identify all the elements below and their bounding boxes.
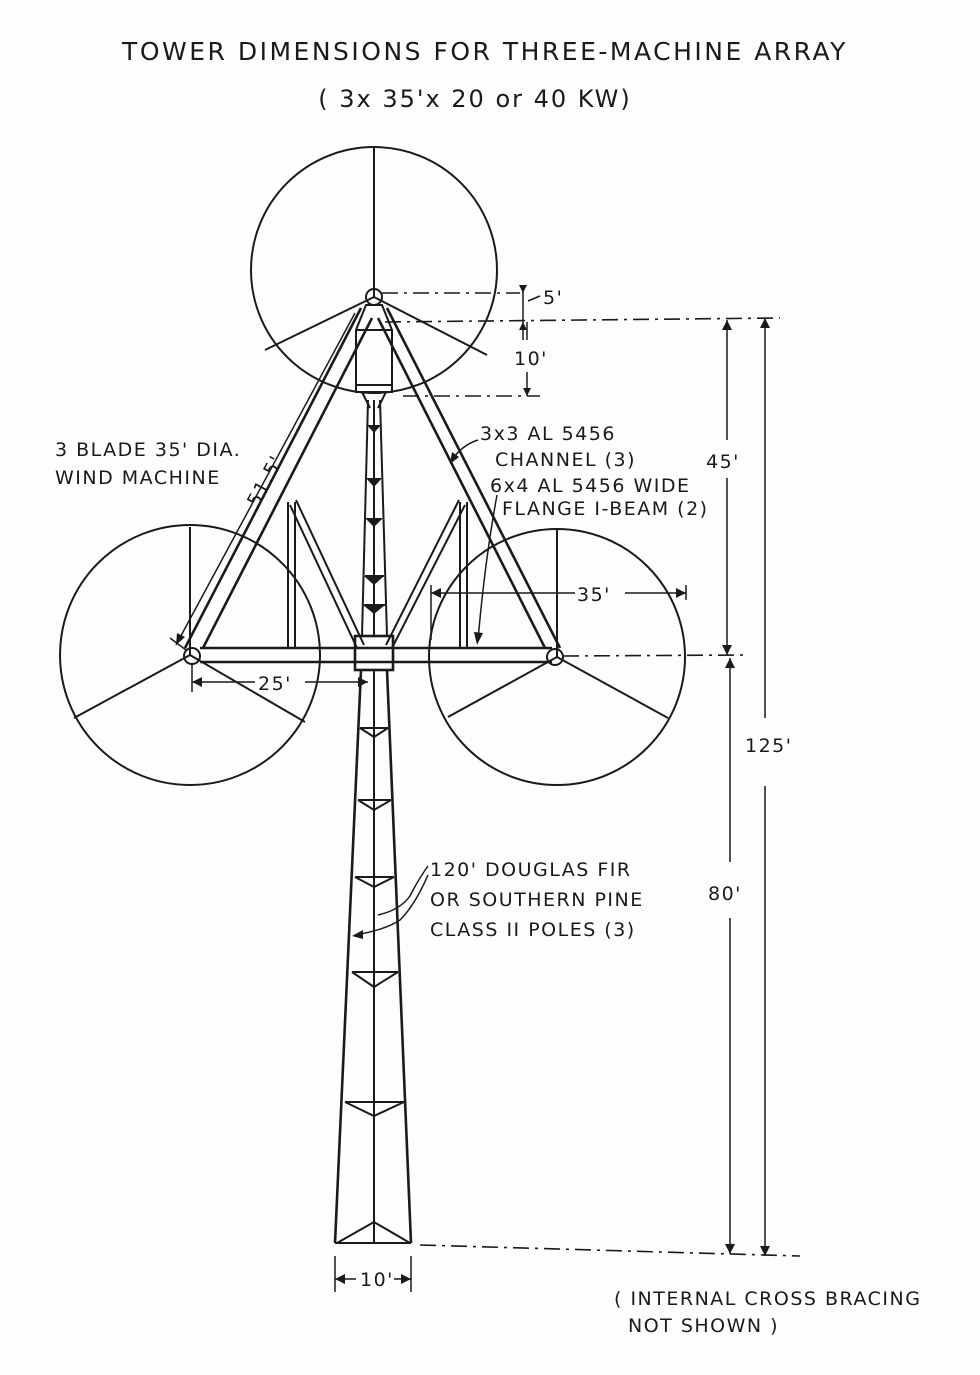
poles-leader-arrow bbox=[352, 930, 363, 939]
left-rotor bbox=[59, 524, 321, 786]
hub-spacing-arrow-a bbox=[192, 677, 202, 687]
right-brace-b bbox=[385, 499, 460, 646]
lower-height-arrow-b bbox=[725, 1244, 735, 1254]
channel-leader-arrow bbox=[450, 452, 459, 464]
poles-leader-b bbox=[354, 874, 429, 936]
left-rotor-circle bbox=[59, 524, 321, 786]
hub-level-extension bbox=[562, 654, 746, 657]
left-arm-outer bbox=[183, 307, 363, 649]
arm-length-tick bbox=[169, 637, 187, 651]
poles-leader-a bbox=[377, 865, 429, 916]
note-label-1: ( INTERNAL CROSS BRACING bbox=[614, 1288, 921, 1310]
tower-vee-3 bbox=[354, 876, 395, 889]
upper-height-value: 45' bbox=[706, 451, 740, 473]
ibeam-label-1: 6x4 AL 5456 WIDE bbox=[490, 475, 691, 497]
right-rotor-hub bbox=[546, 648, 564, 666]
upper-mast-right bbox=[379, 399, 388, 637]
mast-bracket-1 bbox=[367, 425, 381, 433]
note-label-2: NOT SHOWN ) bbox=[628, 1315, 779, 1337]
total-height-arrow-a bbox=[760, 318, 770, 328]
hub-offset-arrow-a bbox=[519, 285, 527, 293]
wind-machine-label-2: WIND MACHINE bbox=[55, 467, 221, 489]
mast-bracket-4 bbox=[364, 576, 384, 585]
channel-label-2: CHANNEL (3) bbox=[495, 449, 636, 471]
hub-offset-leader bbox=[527, 295, 541, 302]
right-rotor-blade-left bbox=[447, 656, 558, 718]
upper-offset-arrow bbox=[523, 388, 531, 396]
total-height-value: 125' bbox=[745, 735, 793, 757]
arm-length-dim bbox=[175, 312, 356, 646]
rotor-diameter-arrow-a bbox=[431, 588, 441, 598]
nacelle bbox=[355, 304, 393, 409]
left-rotor-blade-right bbox=[189, 654, 306, 723]
tower-bracing bbox=[336, 727, 411, 1244]
arm-length-value: 51.5' bbox=[243, 451, 288, 510]
hub-offset-arrow-b bbox=[519, 322, 527, 330]
base-width-value: 10' bbox=[360, 1269, 394, 1291]
right-rotor bbox=[428, 528, 686, 786]
diagram-subtitle: ( 3x 35'x 20 or 40 KW) bbox=[318, 85, 632, 113]
ibeam-leader-arrow bbox=[474, 632, 483, 645]
upper-mast bbox=[361, 399, 388, 637]
right-arm-outer bbox=[385, 307, 562, 649]
hub-spacing-value: 25' bbox=[258, 673, 292, 695]
top-rotor-blade-left bbox=[264, 296, 375, 351]
diagram-title: TOWER DIMENSIONS FOR THREE-MACHINE ARRAY bbox=[121, 37, 848, 66]
poles-label-2: OR SOUTHERN PINE bbox=[430, 889, 644, 911]
tower-vee-1 bbox=[359, 727, 389, 739]
tower-vee-2 bbox=[357, 799, 392, 812]
ground-extension bbox=[419, 1244, 801, 1257]
dimension-lines bbox=[169, 285, 801, 1292]
tower-vee-4 bbox=[351, 971, 399, 989]
left-arm-inner bbox=[201, 317, 374, 649]
base-width-arrow-b bbox=[401, 1274, 411, 1284]
lower-height-arrow-a bbox=[725, 658, 735, 668]
ibeam-label-2: FLANGE I-BEAM (2) bbox=[502, 498, 709, 520]
tower-base-vee bbox=[336, 1220, 411, 1244]
poles-label-3: CLASS II POLES (3) bbox=[430, 919, 636, 941]
tower-right-pole bbox=[385, 669, 413, 1244]
upper-offset-value: 10' bbox=[514, 348, 548, 370]
labels: 3 BLADE 35' DIA. WIND MACHINE 3x3 AL 545… bbox=[55, 287, 921, 1337]
rotor-diameter-value: 35' bbox=[577, 584, 611, 606]
lower-height-value: 80' bbox=[708, 883, 742, 905]
tower-left-pole bbox=[333, 669, 363, 1244]
base-width-arrow-a bbox=[335, 1274, 345, 1284]
rotor-diameter-arrow-b bbox=[676, 588, 686, 598]
ibeam-leader bbox=[477, 494, 498, 641]
right-brace-a bbox=[391, 504, 466, 649]
upper-extension-line bbox=[384, 317, 781, 323]
frame-arms bbox=[183, 307, 562, 664]
right-rotor-blade-right bbox=[556, 656, 669, 719]
mast-bracket-2 bbox=[366, 478, 382, 487]
poles-label-1: 120' DOUGLAS FIR bbox=[430, 859, 632, 881]
mast-bracket-3 bbox=[365, 518, 383, 527]
left-brace-a bbox=[289, 504, 358, 649]
arm-length-arrow bbox=[176, 633, 185, 645]
left-brace-b bbox=[295, 499, 365, 646]
lower-tower bbox=[333, 669, 413, 1244]
top-rotor-blade-right bbox=[373, 296, 488, 356]
tower-vee-5 bbox=[344, 1101, 405, 1118]
upper-height-arrow-a bbox=[722, 320, 732, 330]
hub-offset-value: 5' bbox=[543, 287, 563, 309]
hub-spacing-arrow-b bbox=[358, 677, 368, 687]
total-height-arrow-b bbox=[760, 1246, 770, 1256]
top-rotor bbox=[250, 146, 498, 394]
leader-lines bbox=[352, 439, 498, 939]
nacelle-body bbox=[355, 304, 393, 393]
channel-label-1: 3x3 AL 5456 bbox=[480, 423, 616, 445]
mast-bracket-5 bbox=[363, 605, 385, 614]
left-rotor-blade-left bbox=[73, 654, 191, 719]
upper-height-arrow-b bbox=[722, 645, 732, 655]
wind-machine-label-1: 3 BLADE 35' DIA. bbox=[55, 439, 241, 461]
